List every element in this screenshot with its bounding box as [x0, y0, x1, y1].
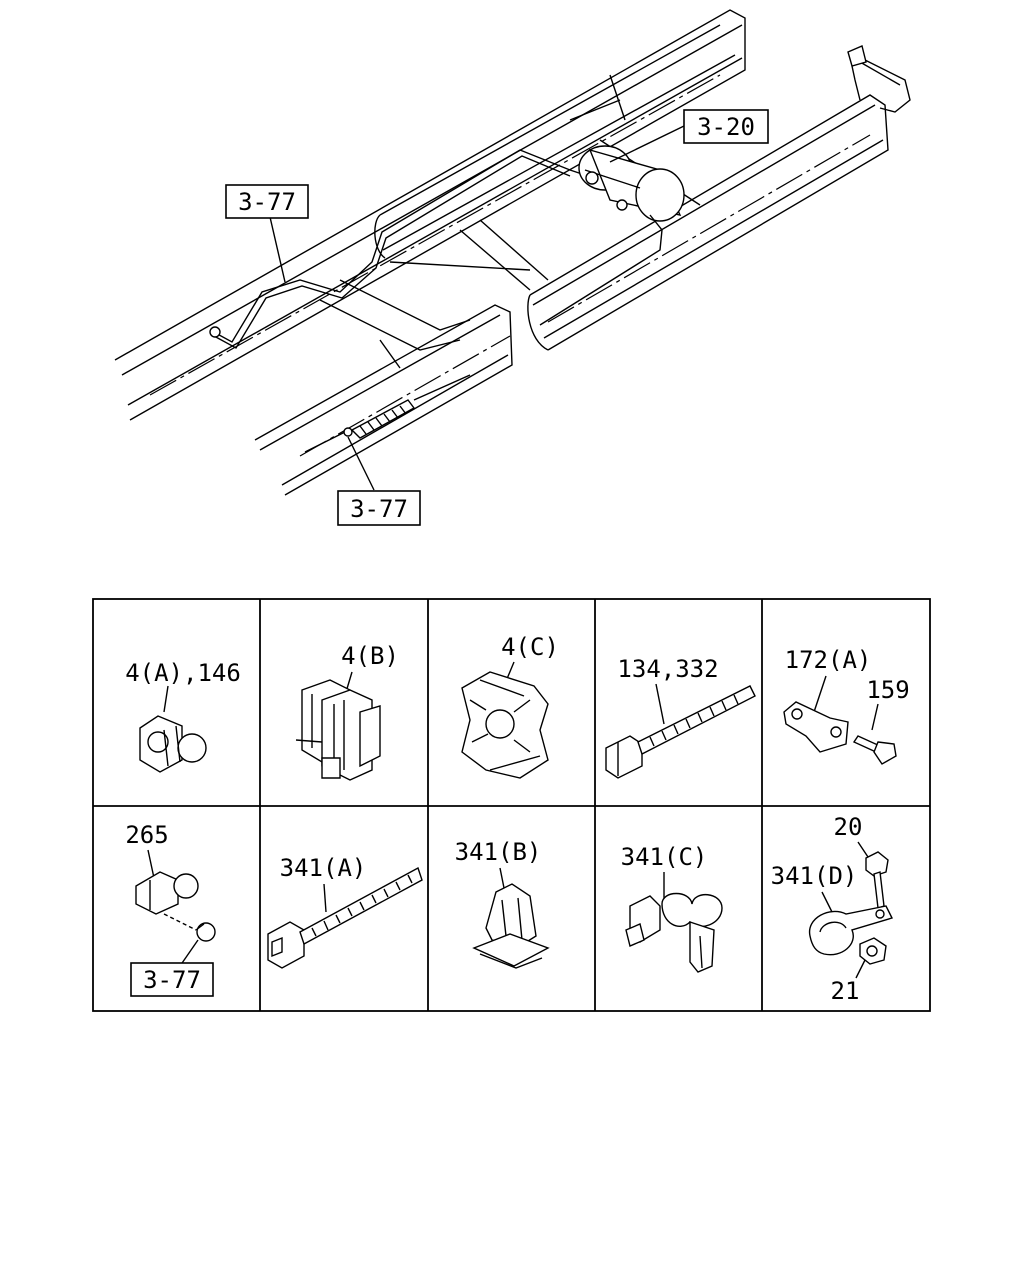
part-cell-341b: 341(B): [455, 838, 550, 969]
callout-pipe-ref-upper: 3-77: [225, 184, 309, 219]
chassis-frame-illustration: [114, 9, 911, 496]
clamp-341d-part: [809, 905, 893, 956]
callout-pipe-ref-upper-text: 3-77: [238, 188, 296, 216]
p-clip-172a-part: [783, 701, 849, 753]
parts-grid: [92, 598, 931, 1012]
part-cell-4c: 4(C): [461, 633, 559, 779]
part-cell-341a: 341(A): [267, 854, 423, 969]
part-label-172a: 172(A): [785, 646, 872, 674]
part-ref-265: 3-77: [143, 966, 201, 994]
part-cell-134-332: 134,332: [605, 655, 756, 779]
clip-265-part: [135, 871, 199, 915]
nut-21-part: [859, 937, 887, 965]
callout-air-tank-ref: 3-20: [683, 109, 769, 144]
part-cell-4b: 4(B): [295, 642, 399, 781]
part-label-20: 20: [834, 813, 863, 841]
part-label-134-332: 134,332: [617, 655, 718, 683]
callout-pipe-ref-lower: 3-77: [337, 490, 421, 526]
part-cell-265: 265 3-77: [125, 821, 216, 997]
part-label-341c: 341(C): [621, 843, 708, 871]
callout-air-tank-ref-text: 3-20: [697, 113, 755, 141]
part-label-341d: 341(D): [771, 862, 858, 890]
part-label-159: 159: [866, 676, 909, 704]
part-cell-20-341d-21: 20 341(D) 21: [771, 813, 893, 1005]
push-clip-341b-part: [472, 883, 550, 969]
callout-pipe-ref-lower-text: 3-77: [350, 495, 408, 523]
bolt-265-part: [195, 922, 216, 942]
part-cell-4a-146: 4(A),146: [125, 659, 241, 773]
part-label-341a: 341(A): [280, 854, 367, 882]
part-label-341b: 341(B): [455, 838, 542, 866]
part-cell-172a-159: 172(A) 159: [783, 646, 910, 765]
bolt-20-part: [865, 851, 889, 909]
clip-4a-part: [139, 715, 207, 773]
clip-4c-part: [461, 671, 549, 779]
cable-tie-341a-part: [267, 866, 423, 969]
part-cell-341c: 341(C): [621, 843, 723, 973]
cable-tie-part: [605, 685, 756, 779]
double-clip-341c-part: [625, 892, 723, 973]
clip-4b-part: [295, 679, 381, 781]
part-label-21: 21: [831, 977, 860, 1005]
part-label-4a-146: 4(A),146: [125, 659, 241, 687]
bolt-159-part: [852, 735, 897, 765]
part-label-265: 265: [125, 821, 168, 849]
part-label-4c: 4(C): [501, 633, 559, 661]
part-label-4b: 4(B): [341, 642, 399, 670]
